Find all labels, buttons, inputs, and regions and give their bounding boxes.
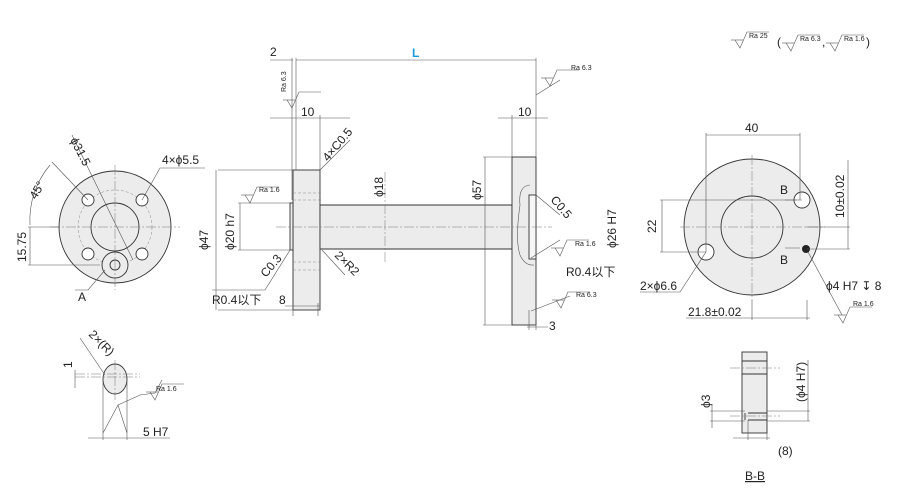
pcd-label: ϕ31.5 [67, 135, 93, 168]
ra-label: Ra 1.6 [156, 386, 177, 393]
ra-recess: Ra 6.3 [576, 292, 597, 299]
ra-top-right: Ra 6.3 [571, 65, 592, 72]
right-radius: R0.4以下 [566, 265, 615, 279]
section-a-label: A [78, 290, 86, 304]
bore-dia: ϕ26 H7 [605, 209, 619, 248]
front-view: ϕ31.5 4×ϕ5.5 45° 15.75 A [15, 134, 205, 304]
flat-label: 1 [61, 361, 75, 368]
holes-label: 4×ϕ5.5 [162, 153, 199, 167]
recess-depth: 3 [549, 319, 556, 333]
b-top-label: B [780, 183, 788, 197]
small-dia: ϕ3 [699, 394, 713, 408]
left-flange-dia: ϕ47 [197, 230, 211, 250]
roughness-legend: Ra 25 ( Ra 6.3 , Ra 1.6 ) [730, 31, 870, 52]
hole-depth: 8 [279, 293, 286, 307]
pin-dia: (ϕ4 H7) [794, 362, 808, 402]
pin-hole-label: ϕ4 H7 ↧ 8 [826, 279, 882, 293]
side-view: L 2 10 10 ϕ47 ϕ20 h7 ϕ18 ϕ57 4×C0.5 C0.5… [197, 45, 619, 333]
comma: , [822, 35, 825, 49]
ra-bore: Ra 1.6 [575, 241, 596, 248]
left-chamfer: 4×C0.5 [320, 125, 356, 164]
angle-label: 45° [26, 179, 47, 202]
paren: ( [777, 35, 781, 49]
rear-view: 40 B B 22 10±0.02 2×ϕ6.6 ϕ4 H7 ↧ 8 Ra 1.… [640, 121, 882, 324]
horizontal-offset: 21.8±0.02 [688, 305, 742, 319]
paren: ) [866, 35, 870, 49]
spigot-chamfer: C0.3 [258, 251, 285, 280]
offset-label: 15.75 [15, 232, 29, 262]
shaft-dia: ϕ18 [372, 177, 386, 197]
ra-main: Ra 25 [749, 33, 768, 40]
spigot-dia: ϕ20 h7 [223, 213, 237, 250]
left-radius: R0.4以下 [212, 293, 261, 307]
step-label: 2 [270, 45, 277, 59]
width-label: 5 H7 [143, 425, 169, 439]
detail-a: 2×(R) 1 Ra 1.6 5 H7 [61, 327, 185, 440]
fillets: 2×R2 [332, 248, 363, 279]
right-flange-width: 10 [518, 105, 532, 119]
b-bottom-label: B [780, 253, 788, 267]
right-flange-dia: ϕ57 [470, 180, 484, 200]
depth-label: (8) [778, 444, 793, 458]
pin-offset: 10±0.02 [833, 174, 847, 218]
length-label: L [412, 46, 419, 60]
left-flange-width: 10 [301, 105, 315, 119]
ra-pin: Ra 1.6 [853, 301, 874, 308]
right-chamfer: C0.5 [548, 193, 575, 222]
span-label: 40 [745, 121, 759, 135]
ra-alt2: Ra 1.6 [844, 36, 865, 43]
ra-alt1: Ra 6.3 [800, 36, 821, 43]
ra-spigot: Ra 1.6 [259, 187, 280, 194]
section-title: B-B [745, 469, 765, 483]
section-bb: ϕ3 (ϕ4 H7) (8) B-B [699, 351, 810, 483]
ra-face: Ra 6.3 [281, 71, 288, 92]
vertical-span: 22 [645, 219, 659, 233]
holes-label: 2×ϕ6.6 [640, 279, 677, 293]
